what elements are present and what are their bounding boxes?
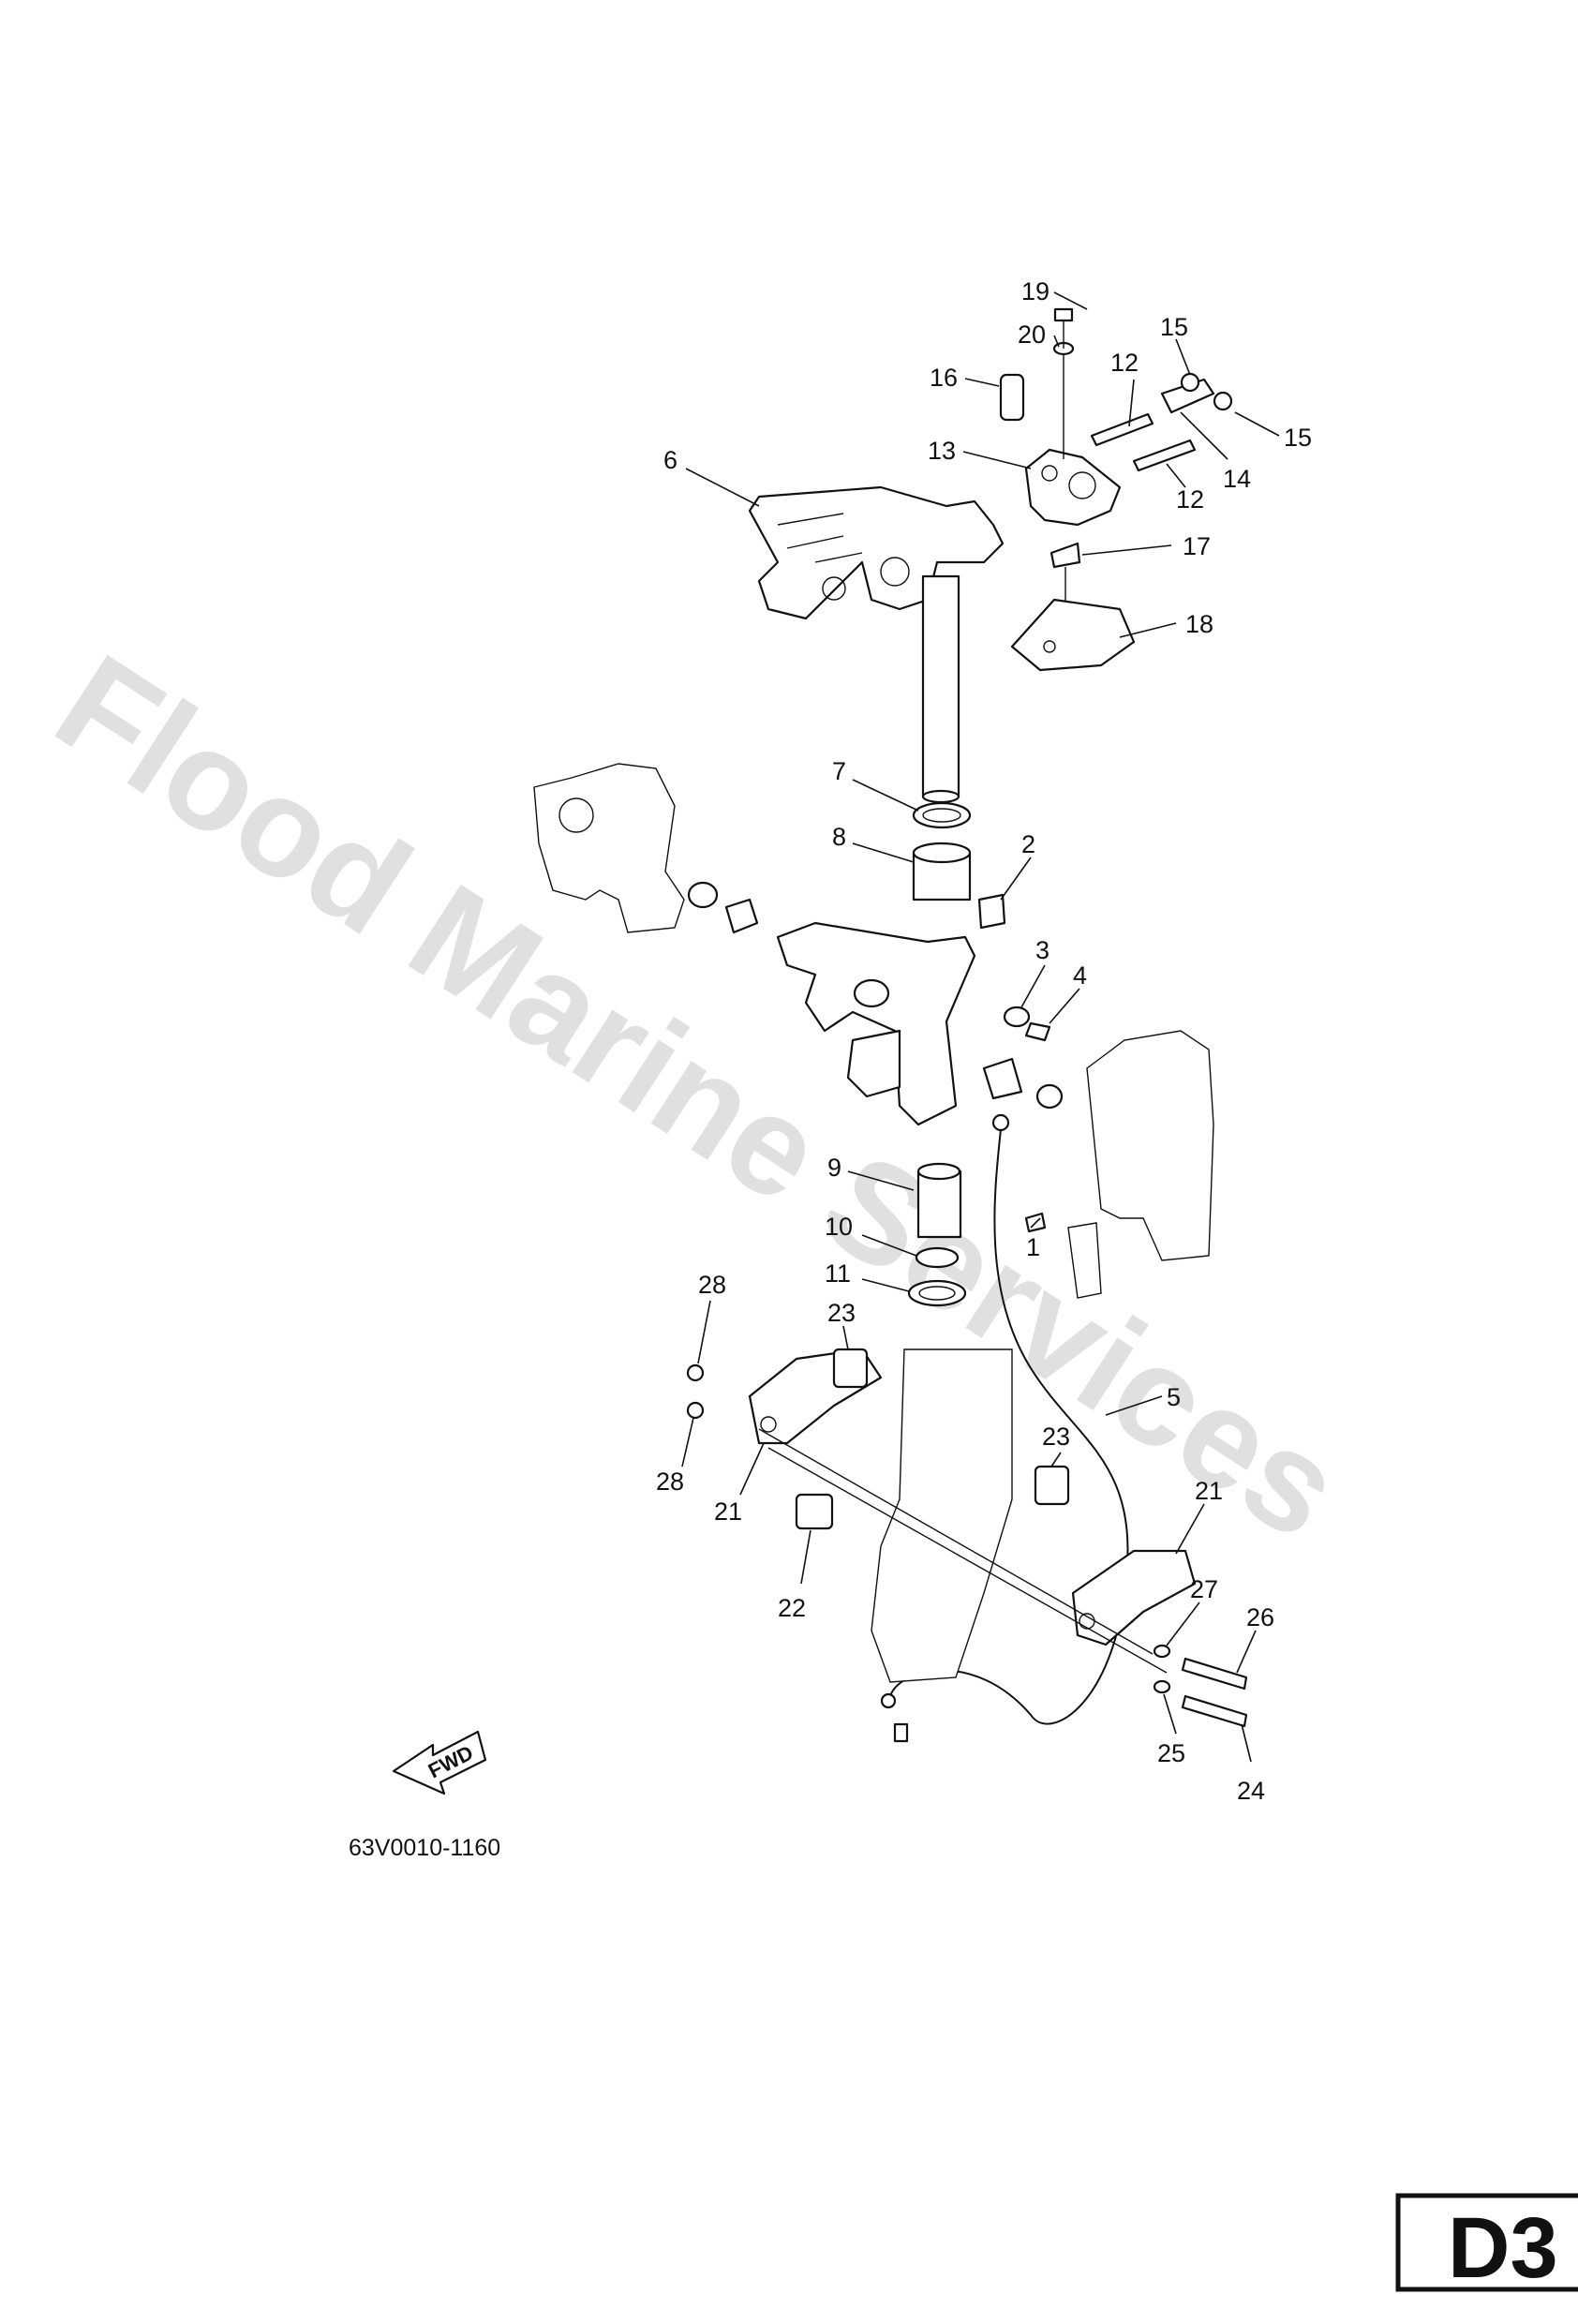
page-label-box: D3 xyxy=(1395,2193,1578,2296)
clamp-bracket-right xyxy=(1086,1030,1214,1261)
callout-5: 5 xyxy=(1167,1383,1181,1411)
callout-9: 9 xyxy=(827,1154,841,1182)
callout-22: 22 xyxy=(778,1594,806,1622)
fwd-arrow-icon: FWD xyxy=(392,1730,487,1795)
steering-shaft xyxy=(921,574,960,798)
callout-20: 20 xyxy=(1018,320,1046,349)
callout-14: 14 xyxy=(1223,465,1251,493)
callout-21-right: 21 xyxy=(1195,1477,1223,1505)
callout-2: 2 xyxy=(1021,830,1035,858)
callout-11: 11 xyxy=(825,1259,851,1288)
diagram-code: 63V0010-1160 xyxy=(349,1835,500,1861)
callout-25: 25 xyxy=(1157,1739,1185,1767)
clamp-bracket-left xyxy=(533,763,685,933)
callout-21-left: 21 xyxy=(714,1497,742,1526)
steering-arm-assembly xyxy=(748,307,1233,804)
mount-plate xyxy=(1010,598,1136,672)
callout-15-lower: 15 xyxy=(1284,424,1312,452)
washer-part xyxy=(912,801,972,829)
callout-18: 18 xyxy=(1185,610,1213,638)
upper-mount-bracket xyxy=(1024,448,1122,527)
steering-arm-part xyxy=(748,485,1005,620)
lower-bushing xyxy=(916,1169,962,1239)
callout-12-upper: 12 xyxy=(1110,349,1139,377)
callout-1: 1 xyxy=(1026,1233,1040,1261)
callout-23-upper: 23 xyxy=(827,1299,856,1327)
lower-mount-right xyxy=(1071,1549,1197,1646)
callout-23-lower: 23 xyxy=(1042,1423,1070,1451)
callout-17: 17 xyxy=(1183,532,1211,560)
page-label: D3 xyxy=(1448,2200,1558,2296)
swivel-bracket-assembly xyxy=(533,763,1248,1743)
callout-16: 16 xyxy=(930,364,958,392)
callout-19: 19 xyxy=(1021,277,1050,305)
callout-28-lower: 28 xyxy=(656,1467,684,1496)
callout-27: 27 xyxy=(1190,1575,1218,1603)
callout-6: 6 xyxy=(663,446,677,474)
callout-26: 26 xyxy=(1246,1603,1274,1631)
callout-24: 24 xyxy=(1237,1777,1265,1805)
swivel-bracket-body xyxy=(776,921,976,1126)
callout-28-upper: 28 xyxy=(698,1271,726,1299)
callout-15-upper: 15 xyxy=(1160,313,1188,341)
lower-housing xyxy=(871,1348,1013,1683)
callout-12-lower: 12 xyxy=(1176,485,1204,514)
callout-7: 7 xyxy=(832,757,846,785)
callout-13: 13 xyxy=(928,437,956,465)
callout-3: 3 xyxy=(1035,936,1050,964)
callout-4: 4 xyxy=(1073,961,1087,990)
callout-10: 10 xyxy=(825,1213,853,1241)
callout-8: 8 xyxy=(832,823,846,851)
callouts: 19 20 16 12 15 15 13 14 12 6 17 18 7 8 2… xyxy=(656,277,1312,1805)
